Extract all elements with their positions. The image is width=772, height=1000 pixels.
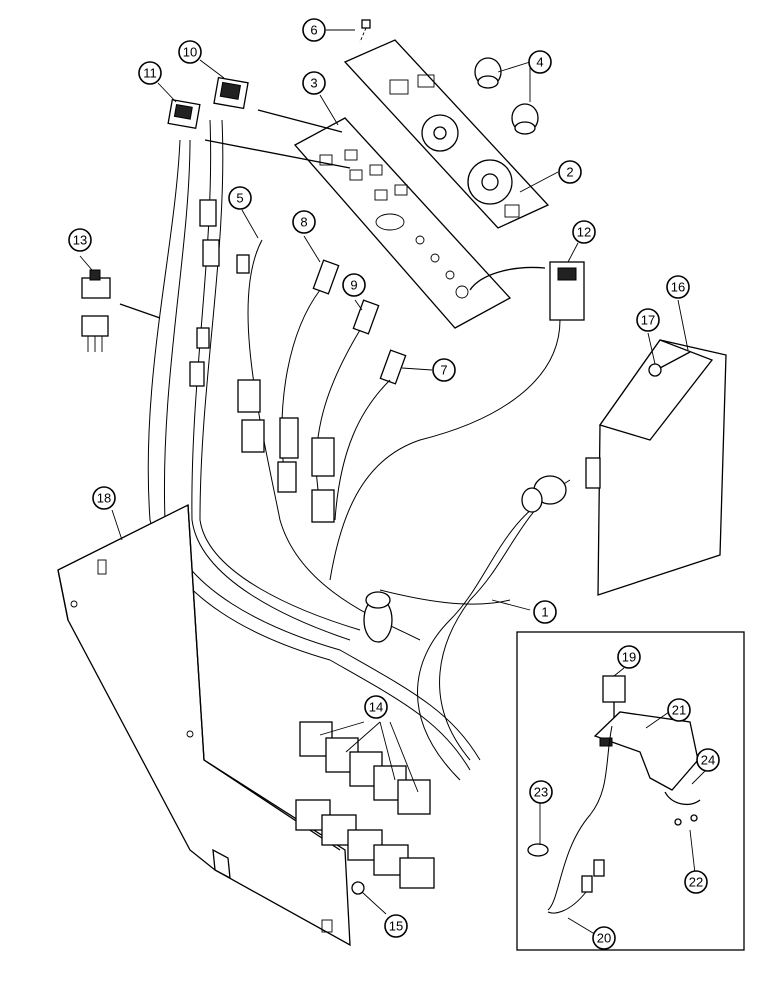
svg-text:9: 9 bbox=[350, 278, 357, 293]
svg-text:5: 5 bbox=[236, 191, 243, 206]
connector-13 bbox=[81, 269, 161, 352]
svg-text:12: 12 bbox=[577, 225, 591, 240]
rocker-switches bbox=[167, 76, 351, 169]
electronic-module bbox=[521, 339, 727, 596]
svg-text:7: 7 bbox=[440, 363, 447, 378]
svg-text:16: 16 bbox=[671, 280, 685, 295]
inset-detail bbox=[516, 631, 745, 951]
svg-text:21: 21 bbox=[672, 703, 686, 718]
svg-text:20: 20 bbox=[597, 931, 611, 946]
callout-10: 10 bbox=[178, 40, 202, 64]
switch-12 bbox=[469, 261, 585, 321]
callout-9: 9 bbox=[342, 273, 366, 297]
callout-15: 15 bbox=[384, 914, 408, 938]
svg-text:10: 10 bbox=[183, 45, 197, 60]
callout-19: 19 bbox=[617, 645, 641, 669]
harness-connectors bbox=[189, 199, 335, 523]
callout-3: 3 bbox=[302, 71, 326, 95]
svg-text:2: 2 bbox=[566, 165, 573, 180]
svg-text:6: 6 bbox=[310, 23, 317, 38]
callout-7: 7 bbox=[432, 358, 456, 382]
svg-text:4: 4 bbox=[536, 55, 543, 70]
control-panel-decal bbox=[343, 39, 550, 229]
callout-8: 8 bbox=[292, 210, 316, 234]
round-connector bbox=[363, 591, 393, 643]
callout-2: 2 bbox=[558, 160, 582, 184]
callout-18: 18 bbox=[92, 486, 116, 510]
callout-23: 23 bbox=[529, 780, 553, 804]
svg-text:13: 13 bbox=[73, 233, 87, 248]
svg-text:8: 8 bbox=[300, 215, 307, 230]
relays bbox=[295, 721, 435, 889]
knobs bbox=[474, 57, 539, 135]
svg-text:1: 1 bbox=[541, 605, 548, 620]
screw-6 bbox=[359, 19, 371, 43]
callout-13: 13 bbox=[68, 228, 92, 252]
svg-text:17: 17 bbox=[641, 313, 655, 328]
callout-4: 4 bbox=[528, 50, 552, 74]
svg-text:23: 23 bbox=[534, 785, 548, 800]
callout-17: 17 bbox=[636, 308, 660, 332]
callout-6: 6 bbox=[302, 18, 326, 42]
callout-20: 20 bbox=[592, 926, 616, 950]
control-panel bbox=[293, 117, 512, 329]
callout-5: 5 bbox=[228, 186, 252, 210]
callout-24: 24 bbox=[696, 748, 720, 772]
bracket-18 bbox=[57, 503, 351, 947]
svg-text:14: 14 bbox=[369, 700, 383, 715]
callout-11: 11 bbox=[138, 61, 162, 85]
panel-switches bbox=[312, 259, 407, 385]
svg-text:18: 18 bbox=[97, 491, 111, 506]
callout-22: 22 bbox=[684, 870, 708, 894]
svg-text:22: 22 bbox=[689, 875, 703, 890]
screw-15 bbox=[351, 881, 365, 895]
svg-text:15: 15 bbox=[389, 919, 403, 934]
callout-16: 16 bbox=[666, 275, 690, 299]
callout-21: 21 bbox=[667, 698, 691, 722]
svg-text:11: 11 bbox=[143, 66, 157, 81]
svg-text:3: 3 bbox=[310, 76, 317, 91]
svg-text:19: 19 bbox=[622, 650, 636, 665]
callout-1: 1 bbox=[533, 600, 557, 624]
svg-text:24: 24 bbox=[701, 753, 715, 768]
callout-14: 14 bbox=[364, 695, 388, 719]
callout-12: 12 bbox=[572, 220, 596, 244]
